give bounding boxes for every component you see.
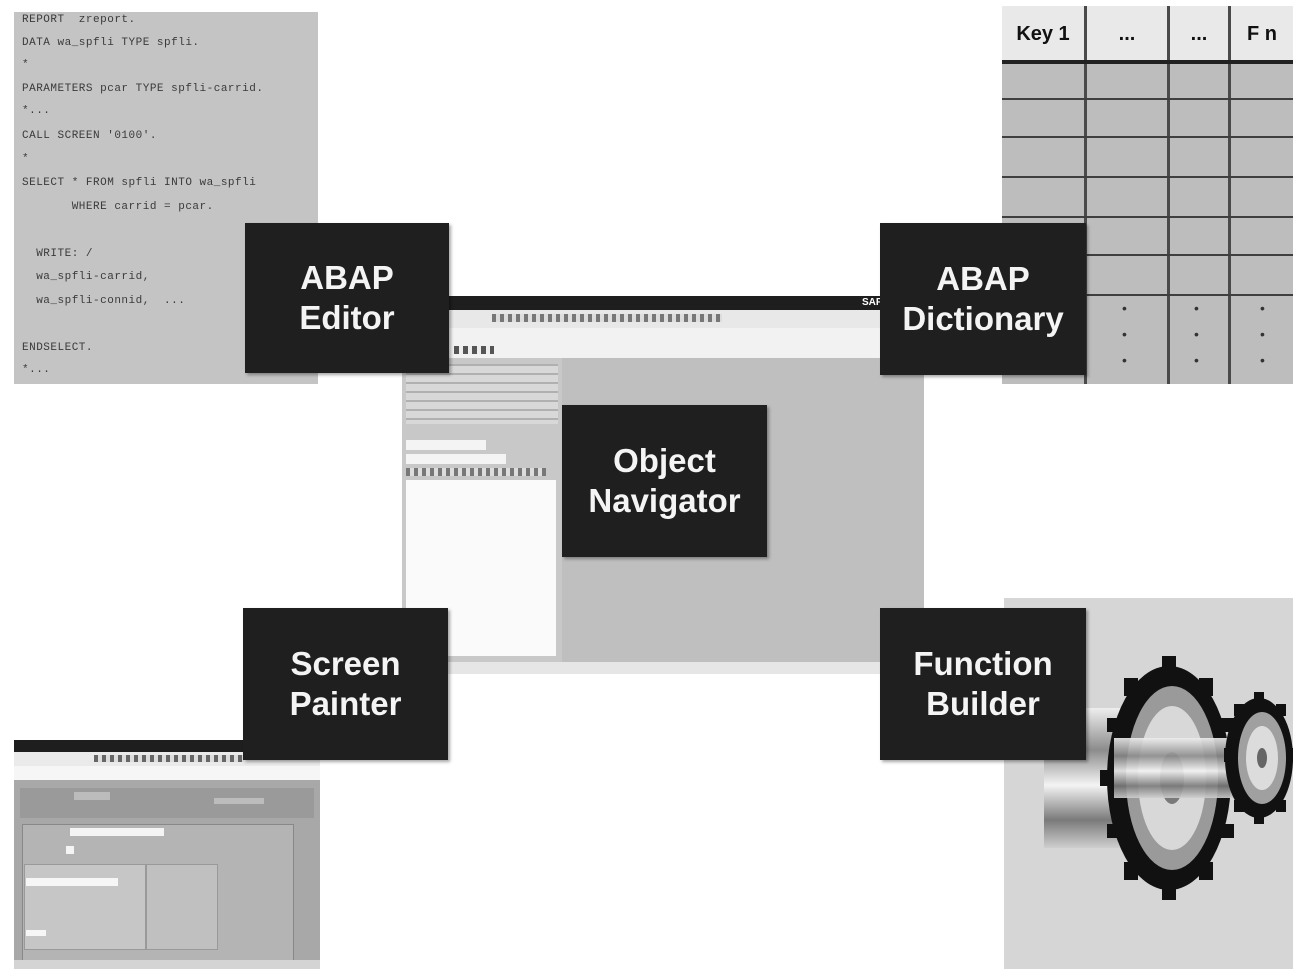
toolbar-icons (454, 346, 494, 354)
abap-editor-label-text: ABAP Editor (299, 259, 395, 336)
input-field (26, 878, 118, 886)
header-field (214, 798, 264, 804)
screen-painter-window (14, 740, 320, 969)
table-divider (1002, 254, 1293, 256)
abap-dictionary-label-text: ABAP Dictionary (902, 260, 1064, 337)
screen-painter-label-text: Screen Painter (289, 645, 402, 722)
abap-dictionary-label: ABAP Dictionary (880, 223, 1086, 375)
gears-icon (1044, 656, 1293, 900)
code-line: *... (22, 105, 51, 117)
code-line: PARAMETERS pcar TYPE spfli-carrid. (22, 83, 264, 95)
code-line: * (22, 153, 30, 165)
code-line: ENDSELECT. (22, 342, 94, 354)
input-field (26, 930, 46, 936)
table-divider (1084, 6, 1087, 384)
code-line: SELECT * FROM spfli INTO wa_spfli (22, 177, 257, 189)
header-field (74, 792, 110, 800)
input-field (70, 828, 164, 836)
code-line: wa_spfli-carrid, (22, 271, 150, 283)
code-line: WHERE carrid = pcar. (22, 201, 214, 213)
table-divider (1002, 216, 1293, 218)
object-navigator-label: Object Navigator (562, 405, 767, 557)
table-divider (1002, 294, 1293, 296)
status-bar (14, 960, 320, 969)
subscreen-area (146, 864, 218, 950)
table-header-col3: ... (1170, 6, 1228, 62)
function-builder-gears (1004, 598, 1293, 969)
sap-logo: SAP (862, 297, 883, 308)
function-builder-label-text: Function Builder (913, 645, 1053, 722)
object-navigator-label-text: Object Navigator (588, 442, 741, 519)
table-header-col2: ... (1087, 6, 1167, 62)
tree-input (406, 440, 486, 450)
code-line: * (22, 59, 30, 71)
code-line: *... (22, 364, 51, 376)
application-toolbar (14, 766, 320, 780)
table-divider (1002, 60, 1293, 64)
title-bar (402, 296, 924, 310)
tree-input (406, 454, 506, 464)
code-line: WRITE: / (22, 248, 94, 260)
navigator-tree-list (406, 364, 558, 424)
code-line: DATA wa_spfli TYPE spfli. (22, 37, 200, 49)
ellipsis-dot: • (1194, 352, 1199, 368)
ellipsis-dot: • (1194, 300, 1199, 316)
table-header-fn: F n (1231, 6, 1293, 62)
toolbar-icons (94, 755, 244, 762)
function-builder-label: Function Builder (880, 608, 1086, 760)
table-divider (1002, 98, 1293, 100)
code-line: CALL SCREEN '0100'. (22, 130, 157, 142)
ellipsis-dot: • (1260, 326, 1265, 342)
subscreen-area (24, 864, 146, 950)
toolbar-icons (492, 314, 722, 322)
ellipsis-dot: • (1122, 352, 1127, 368)
screen-painter-label: Screen Painter (243, 608, 448, 760)
table-divider (1228, 6, 1231, 384)
table-divider (1002, 176, 1293, 178)
code-line: REPORT zreport. (22, 14, 136, 26)
checkbox (66, 846, 74, 854)
status-bar (402, 662, 924, 674)
abap-editor-label: ABAP Editor (245, 223, 449, 373)
table-divider (1002, 136, 1293, 138)
table-divider (1167, 6, 1170, 384)
ellipsis-dot: • (1260, 300, 1265, 316)
ellipsis-dot: • (1194, 326, 1199, 342)
ellipsis-dot: • (1122, 326, 1127, 342)
table-header-key1: Key 1 (1002, 6, 1084, 62)
tree-toolbar (406, 468, 546, 476)
header-area (20, 788, 314, 818)
ellipsis-dot: • (1122, 300, 1127, 316)
ellipsis-dot: • (1260, 352, 1265, 368)
code-line: wa_spfli-connid, ... (22, 295, 186, 307)
